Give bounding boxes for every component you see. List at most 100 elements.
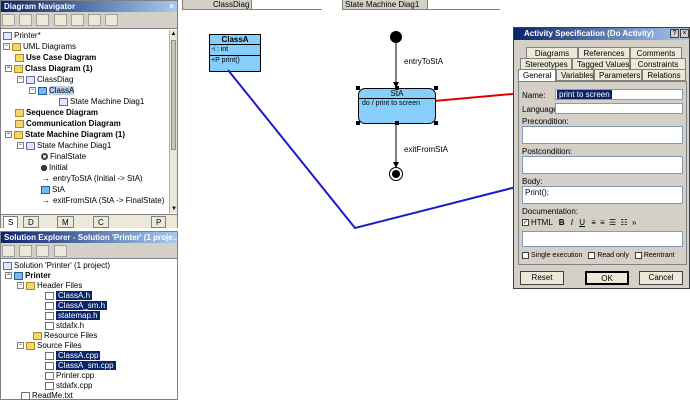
tree-item-finalstate[interactable]: FinalState — [41, 152, 86, 162]
tree-item-initial[interactable]: Initial — [41, 163, 68, 173]
state-activity[interactable]: do / print to screen — [362, 100, 420, 107]
name-field[interactable]: print to screen — [555, 89, 683, 100]
tree-item-use-case-diagram[interactable]: Use Case Diagram — [15, 53, 96, 63]
class-box-classa[interactable]: ClassA -i : int +P print() — [209, 34, 261, 72]
properties-icon[interactable] — [2, 245, 15, 257]
collapse-icon[interactable]: − — [17, 142, 24, 150]
tab-s[interactable]: S — [3, 216, 19, 228]
settings-icon[interactable] — [105, 14, 119, 26]
selection-handle[interactable] — [395, 121, 399, 125]
diagram-tab-classdiag[interactable]: ClassDiag — [182, 0, 322, 10]
close-icon[interactable]: × — [680, 29, 689, 38]
transition-exit-label[interactable]: exitFromStA — [404, 145, 449, 154]
tab-d[interactable]: D — [23, 216, 39, 228]
selection-handle[interactable] — [395, 86, 399, 90]
cancel-button[interactable]: Cancel — [639, 271, 683, 285]
help-icon[interactable]: ? — [670, 29, 679, 38]
collapse-icon[interactable]: − — [3, 43, 10, 51]
align-left-icon[interactable]: ≡ — [591, 218, 596, 227]
tree-item-state-machine-diag1-sub[interactable]: State Machine Diag1 — [59, 97, 144, 107]
collapse-icon[interactable]: − — [5, 272, 12, 280]
sort-icon[interactable] — [53, 14, 67, 26]
tree-item-state-machine-diag1[interactable]: −State Machine Diag1 — [17, 141, 112, 150]
tree-item-header-files[interactable]: −Header Files — [17, 281, 83, 290]
tab-relations[interactable]: Relations — [642, 69, 686, 81]
state-sta[interactable]: StA do / print to screen — [358, 88, 436, 124]
selection-handle[interactable] — [356, 121, 360, 125]
tree-item-entrytosta[interactable]: →entryToStA (Initial -> StA) — [42, 173, 143, 183]
tree-item-project-printer[interactable]: −Printer — [5, 271, 51, 280]
body-field[interactable]: Print(); — [522, 186, 683, 204]
selection-handle[interactable] — [434, 86, 438, 90]
tab-parameters[interactable]: Parameters — [594, 69, 642, 81]
final-state-node[interactable] — [389, 167, 403, 181]
selection-handle[interactable] — [356, 86, 360, 90]
numbering-icon[interactable]: ☷ — [620, 218, 628, 227]
tree-item-classdiag[interactable]: −ClassDiag — [17, 75, 74, 84]
tab-m[interactable]: M — [57, 216, 74, 228]
tree-item-uml-diagrams[interactable]: −UML Diagrams — [3, 42, 77, 51]
align-center-icon[interactable]: ≡ — [600, 218, 605, 227]
tree-item-sequence-diagram[interactable]: Sequence Diagram — [15, 108, 98, 118]
documentation-field[interactable] — [522, 231, 683, 247]
navigator-scrollbar[interactable]: ▲ ▼ — [169, 30, 177, 213]
precondition-field[interactable] — [522, 126, 683, 144]
tree-item-classa-h[interactable]: ClassA.h — [45, 291, 93, 301]
classdiag-tab-label[interactable]: ClassDiag — [182, 0, 252, 10]
ok-button[interactable]: OK — [585, 271, 629, 285]
reset-button[interactable]: Reset — [520, 271, 564, 285]
read-only-checkbox[interactable] — [588, 251, 596, 259]
show-all-files-icon[interactable] — [19, 245, 33, 257]
collapse-icon[interactable]: − — [17, 342, 24, 350]
tree-item-readme[interactable]: ReadMe.txt — [21, 391, 73, 400]
tab-p[interactable]: P — [151, 216, 167, 228]
refresh-icon[interactable] — [36, 245, 50, 257]
tree-item-statemap-h[interactable]: statemap.h — [45, 311, 100, 321]
collapse-icon[interactable]: − — [29, 87, 36, 95]
italic-button[interactable]: I — [570, 218, 573, 227]
tree-item-communication-diagram[interactable]: Communication Diagram — [15, 119, 121, 129]
html-checkbox[interactable]: ✓ — [522, 219, 529, 227]
tree-item-stdafx-cpp[interactable]: stdafx.cpp — [45, 381, 92, 391]
grid-icon[interactable] — [36, 14, 50, 26]
collapse-icon[interactable]: − — [5, 131, 12, 139]
single-execution-checkbox[interactable] — [522, 251, 529, 259]
tree-item-source-files[interactable]: −Source Files — [17, 341, 82, 350]
collapse-icon[interactable]: − — [5, 65, 12, 73]
diagram-tab-state-machine[interactable]: State Machine Diag1 — [342, 0, 500, 10]
tree-item-state-machine-diagram[interactable]: −State Machine Diagram (1) — [5, 130, 126, 139]
view-icon[interactable] — [19, 14, 33, 26]
tree-item-sta[interactable]: StA — [41, 185, 65, 195]
tree-item-classa[interactable]: −ClassA — [29, 86, 75, 95]
bold-button[interactable]: B — [558, 218, 565, 227]
tree-item-class-diagram[interactable]: −Class Diagram (1) — [5, 64, 93, 73]
collapse-icon[interactable]: − — [17, 282, 24, 290]
transition-entry-label[interactable]: entryToStA — [404, 57, 444, 66]
tree-item-classa-cpp[interactable]: ClassA.cpp — [45, 351, 101, 361]
bullets-icon[interactable]: ☰ — [609, 218, 617, 227]
tree-item-exitfromsta[interactable]: →exitFromStA (StA -> FinalState) — [42, 195, 165, 205]
tab-general[interactable]: General — [518, 69, 556, 81]
tree-item-printer-cpp[interactable]: Printer.cpp — [45, 371, 94, 381]
tab-c[interactable]: C — [93, 216, 109, 228]
scroll-up-icon[interactable]: ▲ — [170, 31, 177, 37]
initial-state-node[interactable] — [390, 31, 402, 43]
state-tab-label[interactable]: State Machine Diag1 — [342, 0, 428, 10]
collapse-icon[interactable]: − — [17, 76, 24, 84]
close-icon[interactable]: × — [169, 2, 174, 11]
tree-item-classa-sm-h[interactable]: ClassA_sm.h — [45, 301, 108, 311]
tree-item-printer[interactable]: Printer* — [3, 31, 41, 41]
more-icon[interactable]: » — [631, 218, 637, 227]
view-code-icon[interactable] — [53, 245, 67, 257]
scroll-down-icon[interactable]: ▼ — [171, 206, 177, 212]
tree-item-stdafx-h[interactable]: stdafx.h — [45, 321, 84, 331]
reentrant-checkbox[interactable] — [634, 251, 642, 259]
refresh-icon[interactable] — [88, 14, 102, 26]
selection-handle[interactable] — [434, 121, 438, 125]
underline-button[interactable]: U — [579, 218, 585, 227]
tree-item-classa-sm-cpp[interactable]: ClassA_sm.cpp — [45, 361, 116, 371]
tab-variables[interactable]: Variables — [556, 69, 594, 81]
scroll-thumb[interactable] — [171, 40, 176, 150]
up-icon[interactable] — [70, 14, 84, 26]
postcondition-field[interactable] — [522, 156, 683, 174]
